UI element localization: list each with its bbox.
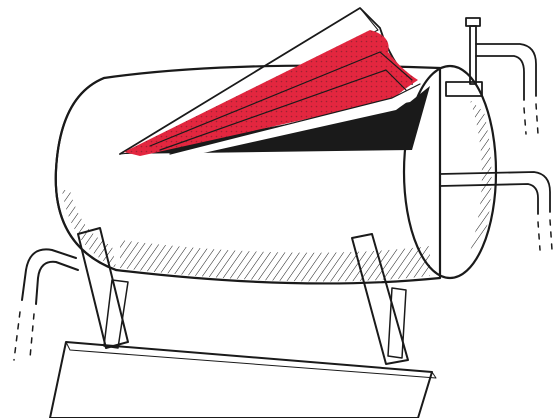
tank-illustration	[0, 0, 560, 418]
